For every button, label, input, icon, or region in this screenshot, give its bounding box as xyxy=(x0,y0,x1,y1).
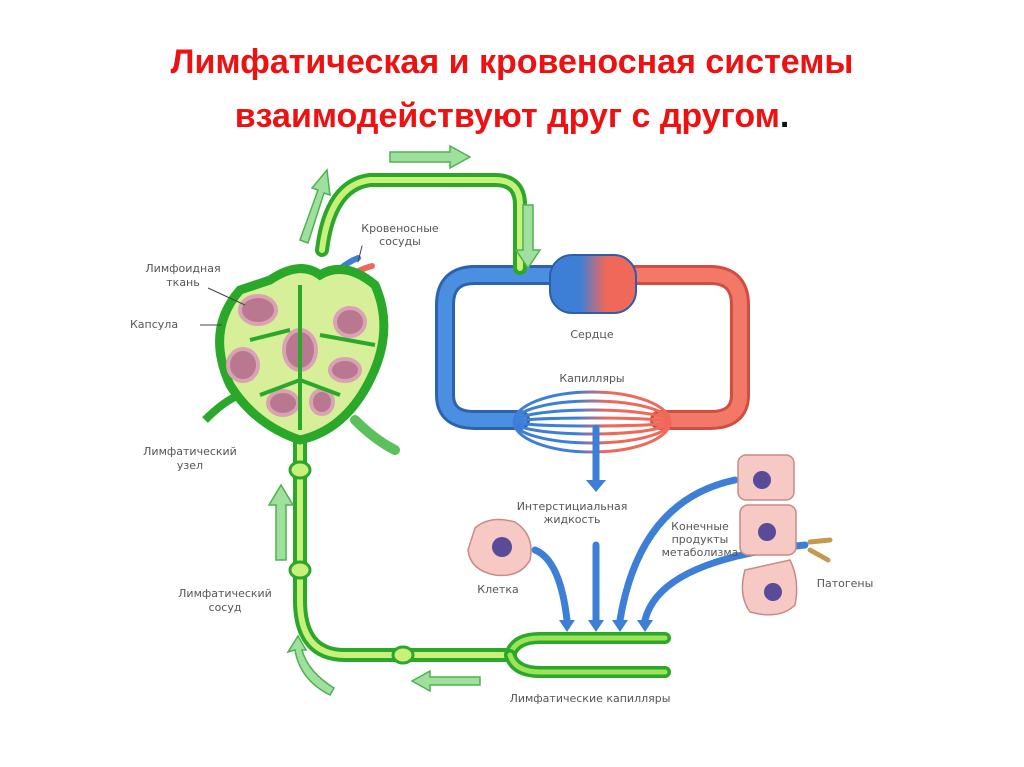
label-lymphoid-tissue-2: ткань xyxy=(166,276,199,289)
arrow-up xyxy=(267,483,295,561)
cells xyxy=(467,454,833,616)
label-metabolic-1: Конечные xyxy=(671,520,729,533)
label-metabolic-3: метаболизма xyxy=(662,546,739,559)
label-lymph-vessel-2: сосуд xyxy=(209,601,242,614)
label-lymphoid-tissue-1: Лимфоидная xyxy=(145,262,220,275)
lymph-flow-arrows xyxy=(267,144,542,696)
arrow-right xyxy=(389,144,472,170)
label-blood-vessels-1: Кровеносные xyxy=(361,222,439,235)
title-line-2: взаимодействуют друг с другом. xyxy=(0,94,1024,138)
label-capillaries: Капилляры xyxy=(559,372,624,385)
capillary-bed xyxy=(512,390,672,454)
label-heart: Сердце xyxy=(570,328,614,341)
label-lymph-vessel-1: Лимфатический xyxy=(178,587,272,600)
label-lymph-capillaries: Лимфатические капилляры xyxy=(510,692,671,705)
heart xyxy=(549,254,637,314)
valve xyxy=(391,645,415,665)
label-lymph-node-2: узел xyxy=(177,459,203,472)
lymph-vessels xyxy=(288,173,671,678)
label-pathogens: Патогены xyxy=(817,577,874,590)
label-capsule: Капсула xyxy=(130,318,178,331)
label-interstitial-2: жидкость xyxy=(544,513,601,526)
label-cell: Клетка xyxy=(477,583,518,596)
labels: Лимфоидная ткань Капсула Лимфатический у… xyxy=(130,222,873,705)
label-lymph-node-1: Лимфатический xyxy=(143,445,237,458)
valve xyxy=(288,560,312,580)
arrow-down xyxy=(514,204,542,270)
arrow-left xyxy=(410,669,481,693)
arrow-curved xyxy=(286,634,336,696)
flow-arrowheads xyxy=(559,480,653,632)
pathogens xyxy=(807,537,833,563)
lymph-node xyxy=(202,264,400,455)
valve xyxy=(288,460,312,480)
blood-circuit xyxy=(435,254,750,454)
label-metabolic-2: продукты xyxy=(672,533,729,546)
arrow-up-diag xyxy=(299,168,331,244)
label-interstitial-1: Интерстициальная xyxy=(517,500,628,513)
title-line-1: Лимфатическая и кровеносная системы xyxy=(170,43,854,81)
title-line-2-text: взаимодействуют друг с другом xyxy=(234,97,780,135)
label-blood-vessels-2: сосуды xyxy=(379,235,421,248)
title-period: . xyxy=(779,97,790,135)
